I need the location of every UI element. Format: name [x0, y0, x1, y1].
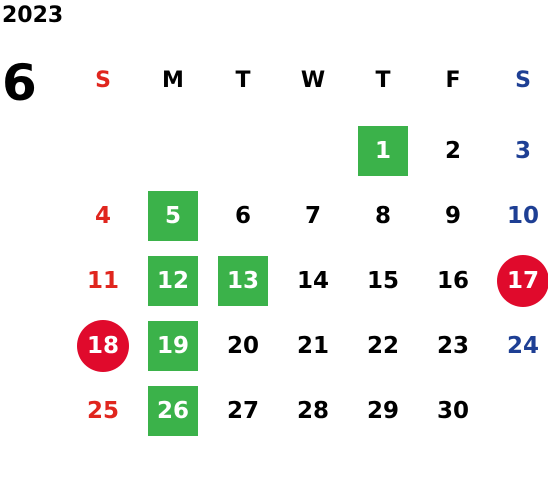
day-number: 10: [506, 202, 539, 229]
day-cell[interactable]: 23: [418, 313, 488, 378]
day-number: 27: [226, 397, 259, 424]
empty-day-cell: [208, 118, 278, 183]
weekday-sunday: S: [95, 68, 111, 93]
day-cell[interactable]: 18: [68, 313, 138, 378]
empty-day-cell: [68, 118, 138, 183]
weekday-friday: F: [445, 68, 461, 93]
day-number: 4: [94, 202, 111, 229]
day-cell[interactable]: 13: [208, 248, 278, 313]
day-number: 21: [296, 332, 329, 359]
weekday-header: S M T W T F S: [68, 64, 548, 98]
day-cell[interactable]: 14: [278, 248, 348, 313]
weekday-thursday: T: [375, 68, 391, 93]
day-cell[interactable]: 2: [418, 118, 488, 183]
day-cell[interactable]: 1: [348, 118, 418, 183]
day-cell[interactable]: 15: [348, 248, 418, 313]
day-number: 24: [506, 332, 539, 359]
day-cell[interactable]: 11: [68, 248, 138, 313]
day-number: 28: [296, 397, 329, 424]
day-number: 20: [226, 332, 259, 359]
day-number: 2: [444, 137, 461, 164]
empty-day-cell: [278, 118, 348, 183]
day-cell[interactable]: 6: [208, 183, 278, 248]
day-cell[interactable]: 8: [348, 183, 418, 248]
day-cell[interactable]: 28: [278, 378, 348, 443]
month-label: 6: [2, 54, 37, 112]
day-cell[interactable]: 27: [208, 378, 278, 443]
day-cell[interactable]: 24: [488, 313, 548, 378]
day-number: 8: [374, 202, 391, 229]
day-cell[interactable]: 17: [488, 248, 548, 313]
day-number: 30: [436, 397, 469, 424]
day-cell[interactable]: 25: [68, 378, 138, 443]
day-cell[interactable]: 5: [138, 183, 208, 248]
day-number: 18: [86, 332, 119, 359]
day-number: 15: [366, 267, 399, 294]
day-cell[interactable]: 4: [68, 183, 138, 248]
day-cell[interactable]: 7: [278, 183, 348, 248]
day-number: 14: [296, 267, 329, 294]
day-cell[interactable]: 3: [488, 118, 548, 183]
day-cell[interactable]: 26: [138, 378, 208, 443]
weekday-wednesday: W: [300, 68, 326, 93]
day-number: 7: [304, 202, 321, 229]
day-cell[interactable]: 30: [418, 378, 488, 443]
weekday-tuesday: T: [235, 68, 251, 93]
day-cell[interactable]: 10: [488, 183, 548, 248]
day-number: 11: [86, 267, 119, 294]
day-cell[interactable]: 16: [418, 248, 488, 313]
day-cell[interactable]: 19: [138, 313, 208, 378]
day-number: 17: [506, 267, 539, 294]
empty-day-cell: [138, 118, 208, 183]
day-cell[interactable]: 29: [348, 378, 418, 443]
day-number: 1: [374, 137, 391, 164]
day-number: 13: [226, 267, 259, 294]
day-number: 22: [366, 332, 399, 359]
day-cell[interactable]: 20: [208, 313, 278, 378]
day-cell[interactable]: 9: [418, 183, 488, 248]
day-number: 19: [156, 332, 189, 359]
day-cell[interactable]: 22: [348, 313, 418, 378]
day-number: 3: [514, 137, 531, 164]
day-number: 16: [436, 267, 469, 294]
day-cell[interactable]: 21: [278, 313, 348, 378]
day-number: 26: [156, 397, 189, 424]
day-cell[interactable]: 12: [138, 248, 208, 313]
day-number: 9: [444, 202, 461, 229]
weekday-monday: M: [162, 68, 184, 93]
day-number: 23: [436, 332, 469, 359]
empty-day-cell: [488, 378, 548, 443]
day-number: 6: [234, 202, 251, 229]
weekday-saturday: S: [515, 68, 531, 93]
day-number: 5: [164, 202, 181, 229]
year-label: 2023: [2, 3, 64, 28]
day-number: 12: [156, 267, 189, 294]
day-number: 29: [366, 397, 399, 424]
day-number: 25: [86, 397, 119, 424]
